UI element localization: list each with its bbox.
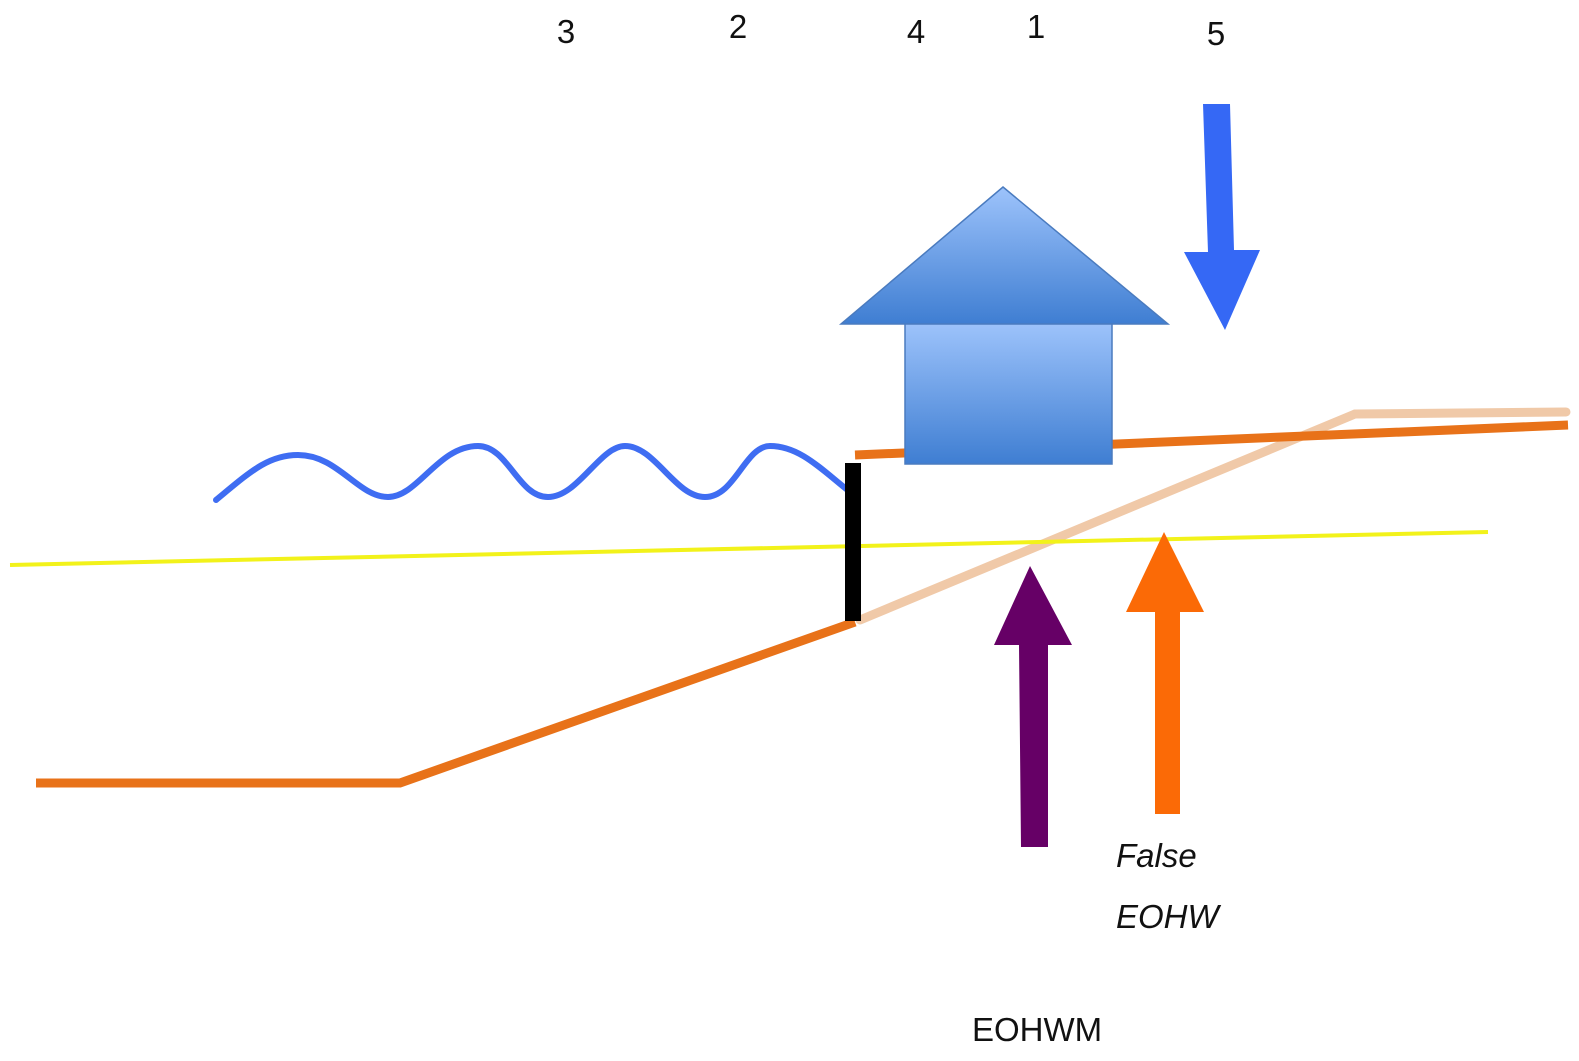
water-level-line xyxy=(9,530,1489,567)
label-3: 3 xyxy=(557,13,575,50)
orange-up-arrow-icon xyxy=(1126,532,1204,814)
lower-ground-line xyxy=(36,617,857,788)
purple-up-arrow-icon xyxy=(994,566,1072,847)
label-5: 5 xyxy=(1207,15,1225,52)
false-eohw-label-line1: False xyxy=(1116,837,1197,874)
original-ground-line xyxy=(855,409,1360,625)
false-eohw-label-line2: EOHW xyxy=(1116,898,1222,935)
label-4: 4 xyxy=(907,13,925,50)
house-icon xyxy=(838,186,1171,465)
house-roof xyxy=(838,186,1171,325)
seawall xyxy=(845,463,861,621)
eohwm-label: EOHWM xyxy=(972,1011,1102,1048)
label-1: 1 xyxy=(1027,8,1045,45)
label-2: 2 xyxy=(729,8,747,45)
original-ground-top-line xyxy=(1350,407,1571,419)
house-body xyxy=(904,322,1113,465)
wave-line xyxy=(213,442,853,503)
blue-down-arrow-icon xyxy=(1184,104,1260,330)
